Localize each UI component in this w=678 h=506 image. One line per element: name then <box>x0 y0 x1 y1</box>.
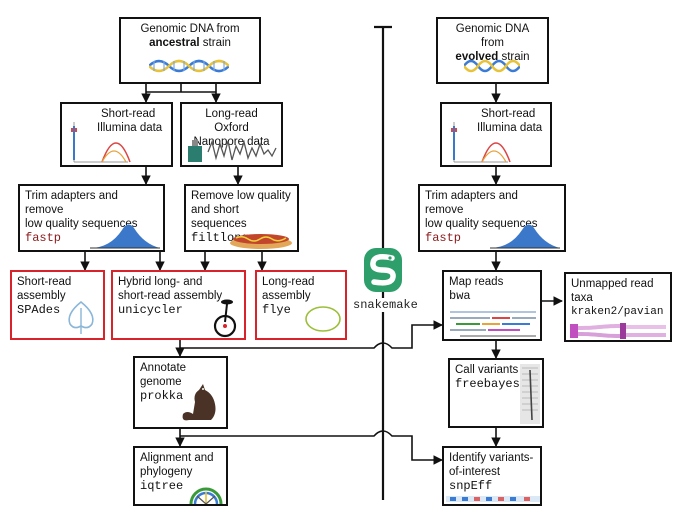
short-read-right-line1: Short-read <box>481 108 536 120</box>
alignment-tool: iqtree <box>140 479 184 493</box>
unicycler-line1: Hybrid long- and <box>118 276 203 288</box>
unmapped-read-taxa-box: Unmapped read taxa kraken2/pavian <box>564 272 672 342</box>
identify-tool: snpEff <box>449 479 493 493</box>
trim-adapters-right-box: Trim adapters and remove low quality seq… <box>418 184 566 252</box>
alignment-line1: Alignment and <box>140 452 214 464</box>
wallaby-icon <box>182 384 216 421</box>
evolved-dna-box: Genomic DNA from evolved strain <box>436 17 549 84</box>
flye-assembly-box: Long-read assembly flye <box>255 270 347 340</box>
flye-tool: flye <box>262 303 291 317</box>
spades-tool: SPAdes <box>17 303 61 317</box>
unicycler-line2: short-read assembly <box>118 290 223 302</box>
unmapped-line2: taxa <box>571 292 593 304</box>
ancestral-bold: ancestral <box>149 37 200 49</box>
unmapped-tool: kraken2/pavian <box>571 306 664 318</box>
ancestral-dna-box: Genomic DNA from ancestral strain <box>119 17 261 84</box>
call-variants-tool: freebayes <box>455 377 520 391</box>
flye-line1: Long-read <box>262 276 315 288</box>
filtlong-line2: and short sequences <box>191 204 247 230</box>
trim-right-tool: fastp <box>425 231 462 245</box>
alignment-phylogeny-box: Alignment and phylogeny iqtree <box>133 446 228 506</box>
map-reads-line1: Map reads <box>449 276 504 288</box>
read-alignment-icon <box>450 311 536 337</box>
ancestral-rest: strain <box>199 37 231 49</box>
flye-line2: assembly <box>262 290 311 302</box>
trim-right-line2: low quality sequences <box>425 218 538 230</box>
short-read-left-line1: Short-read <box>101 108 156 120</box>
quality-plot-icon <box>71 122 131 163</box>
spades-line2: assembly <box>17 290 66 302</box>
map-reads-tool: bwa <box>449 289 471 303</box>
snakemake-logo-icon <box>364 248 402 292</box>
identify-line1: Identify variants- <box>449 452 534 464</box>
ancestral-line2: ancestral strain <box>126 36 254 50</box>
evolved-line1: Genomic DNA from <box>455 23 530 49</box>
annotate-tool: prokka <box>140 389 184 403</box>
long-read-nanopore-box: Long-read Oxford Nanopore data <box>180 102 283 167</box>
unicycler-assembly-box: Hybrid long- and short-read assembly uni… <box>111 270 246 340</box>
filtlong-box: Remove low quality and short sequences f… <box>184 184 299 252</box>
short-read-left-line2: Illumina data <box>97 122 163 134</box>
identify-line2: of-interest <box>449 466 501 478</box>
trim-left-line1: Trim adapters and remove <box>25 190 118 216</box>
histogram-icon <box>490 224 560 249</box>
hotdog-icon <box>230 234 292 249</box>
evolved-rest: strain <box>498 51 530 63</box>
unicycler-tool: unicycler <box>118 303 183 317</box>
short-read-right-line2: Illumina data <box>477 122 543 134</box>
sequence-strip-icon <box>446 496 540 502</box>
variant-pileup-icon <box>520 364 540 424</box>
spades-assembly-box: Short-read assembly SPAdes <box>10 270 105 340</box>
call-variants-line1: Call variants <box>455 364 519 376</box>
quality-plot-icon <box>451 122 511 163</box>
annotate-line1: Annotate <box>140 362 187 374</box>
phylogeny-tree-icon <box>189 487 223 504</box>
evolved-line2: evolved strain <box>443 50 542 64</box>
alignment-line2: phylogeny <box>140 466 193 478</box>
nanopore-signal-icon <box>188 139 277 162</box>
short-read-illumina-right-box: Short-read Illumina data <box>440 102 552 167</box>
short-read-illumina-left-box: Short-read Illumina data <box>60 102 173 167</box>
unicycle-icon <box>213 299 237 338</box>
unmapped-line1: Unmapped read <box>571 278 654 290</box>
trim-left-line2: low quality sequences <box>25 218 138 230</box>
trim-adapters-left-box: Trim adapters and remove low quality seq… <box>18 184 165 252</box>
annotate-line2: genome <box>140 376 182 388</box>
spade-leaf-icon <box>68 300 94 334</box>
circular-genome-icon <box>305 306 341 332</box>
map-reads-box: Map reads bwa <box>442 270 542 341</box>
trim-right-line1: Trim adapters and remove <box>425 190 518 216</box>
long-read-line1: Long-read Oxford <box>205 108 258 134</box>
histogram-icon <box>90 224 160 249</box>
filtlong-line1: Remove low quality <box>191 190 291 202</box>
annotate-genome-box: Annotate genome prokka <box>133 356 228 429</box>
ancestral-line1: Genomic DNA from <box>140 23 240 35</box>
dna-helix-icon <box>149 59 229 73</box>
dna-helix-icon <box>464 59 520 73</box>
sankey-plot-icon <box>570 323 666 339</box>
call-variants-box: Call variants freebayes <box>448 358 544 428</box>
snakemake-label: snakemake <box>351 298 420 312</box>
trim-left-tool: fastp <box>25 231 62 245</box>
evolved-bold: evolved <box>455 51 499 63</box>
spades-line1: Short-read <box>17 276 72 288</box>
identify-variants-box: Identify variants- of-interest snpEff <box>442 446 542 506</box>
